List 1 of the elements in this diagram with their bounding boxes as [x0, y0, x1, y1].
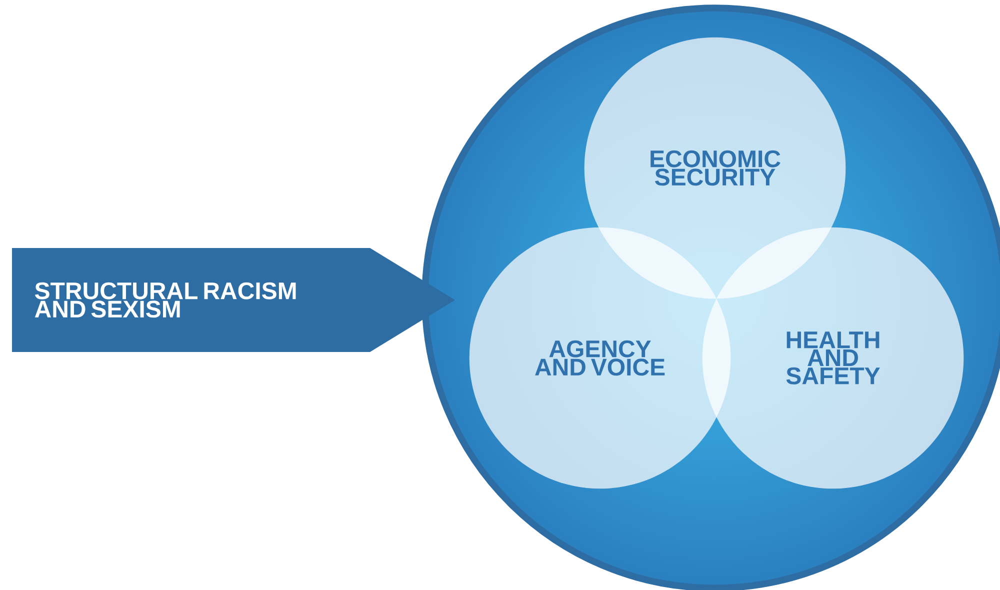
- arrow-banner: STRUCTURAL RACISM AND SEXISM: [12, 248, 455, 352]
